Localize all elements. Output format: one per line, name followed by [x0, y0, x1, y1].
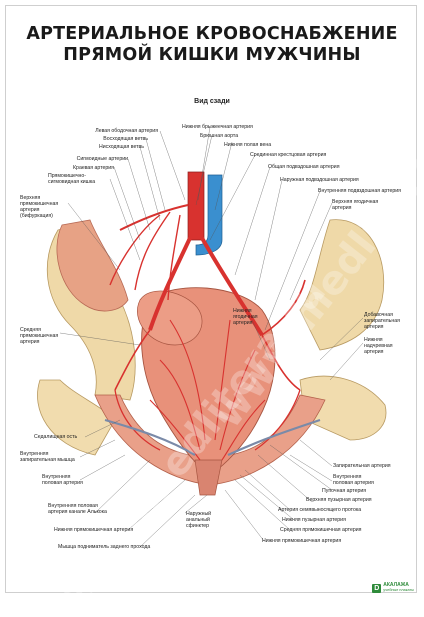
publisher-logo: D АКАЛАЖА учебные плакаты [372, 583, 414, 593]
int-obt-l1: Внутренняя [20, 451, 49, 457]
pelvic-nerves [104, 418, 321, 456]
int-pud-r-l2: половая артерия [333, 480, 374, 486]
label-inferior-rectal-left: Нижняя прямокишечная артерия [54, 527, 134, 533]
label-inferior-epigastric: Нижняя надчревная артерия [364, 337, 393, 355]
int-pud-l2: половая артерия [42, 480, 83, 486]
logo-text: АКАЛАЖА учебные плакаты [383, 583, 414, 593]
left-ischium [37, 379, 116, 456]
inf-glut-l2: ягодичная [233, 314, 258, 320]
label-ascending-branch: Восходящая ветвь [103, 136, 148, 142]
label-common-iliac: Общая подвздошная артерия [268, 164, 340, 170]
label-superior-vesical: Верхняя пузырная артерия [306, 497, 372, 503]
mid-rectal-l2: прямокишечная [20, 333, 59, 339]
abdominal-aorta [187, 171, 205, 241]
ext-sph-l2: анальный [186, 517, 210, 523]
label-inferior-vesical: Нижняя пузырная артерия [282, 517, 346, 523]
label-pudendal-canal: Внутренняя половая артерия канале Алькок… [48, 503, 107, 515]
anatomy-illustration [37, 126, 387, 548]
mid-rectal-l1: Средняя [20, 327, 41, 333]
right-iliac-bone [299, 219, 385, 351]
label-inferior-gluteal: Нижняя ягодичная артерия [233, 308, 258, 326]
label-descending-branch: Нисходящая ветвь [98, 144, 144, 150]
int-pud-r-l1: Внутренняя [333, 474, 362, 480]
poster-frame [5, 5, 417, 593]
sup-rectal-l2: прямокишечная [20, 201, 59, 207]
label-middle-rectal-right: Средняя прямокишечная артерия [280, 527, 362, 533]
label-ischial-spine: Седалищная ость [34, 434, 78, 440]
label-ivc: Нижняя полая вена [224, 142, 272, 148]
levator-ani [94, 394, 326, 486]
label-inferior-mesenteric: Нижняя брыжеечная артерия [182, 124, 253, 130]
right-common-iliac [200, 237, 264, 337]
label-internal-pudendal-left: Внутренняя половая артерия [42, 474, 83, 486]
inf-epi-l2: надчревная [364, 343, 393, 349]
inferior-mesenteric [119, 204, 189, 231]
acc-obt-l1: Добавочная [364, 312, 393, 318]
leader-lines [59, 126, 364, 548]
label-sigmoid-arteries: Сигмоидные артерии [76, 156, 128, 162]
label-levator-ani: Мышца подниматель заднего прохода [58, 544, 151, 550]
inf-glut-l3: артерия [233, 320, 253, 326]
rectal-vessels [149, 319, 266, 461]
label-superior-rectal: Верхняя прямокишечная артерия (бифуркаци… [20, 195, 58, 219]
rectosigmoid-l2: сигмовидная кишка [48, 179, 96, 185]
label-left-colic: Левая ободочная артерия [95, 128, 158, 134]
label-obturator-artery: Запирательная артерия [333, 463, 391, 469]
ext-sph-l1: Наружный [186, 511, 212, 517]
label-umbilical-artery: Пупочная артерия [322, 488, 367, 494]
label-internal-obturator: Внутренняя запирательная мышца [20, 451, 75, 463]
logo-line-1: АКАЛАЖА [383, 582, 409, 588]
sup-rectal-l3: артерия [20, 207, 40, 213]
inf-epi-l3: артерия [364, 349, 384, 355]
label-inferior-rectal-right: Нижняя прямокишечная артерия [262, 538, 342, 544]
label-marginal-artery: Краевая артерия [73, 165, 114, 171]
label-accessory-obturator: Добавочная запирательная артерия [364, 312, 400, 330]
label-median-sacral: Срединная крестцовая артерия [250, 152, 327, 158]
anal-canal [194, 459, 223, 496]
sigmoid-branches [109, 211, 181, 301]
label-external-iliac: Наружная подвздошная артерия [280, 177, 359, 183]
label-internal-pudendal-right: Внутренняя половая артерия [333, 474, 374, 486]
logo-line-2: учебные плакаты [383, 588, 414, 592]
label-internal-iliac: Внутренняя подвздошная артерия [318, 188, 401, 194]
title-line-2: ПРЯМОЙ КИШКИ МУЖЧИНЫ [63, 45, 361, 65]
label-middle-rectal: Средняя прямокишечная артерия [20, 327, 58, 345]
poster-title: АРТЕРИАЛЬНОЕ КРОВОСНАБЖЕНИЕ ПРЯМОЙ КИШКИ… [0, 24, 424, 66]
title-line-1: АРТЕРИАЛЬНОЕ КРОВОСНАБЖЕНИЕ [26, 24, 398, 44]
label-superior-gluteal: Верхняя ягодичная артерия [332, 199, 378, 211]
int-pud-l1: Внутренняя [42, 474, 71, 480]
ext-sph-l3: сфинктер [186, 523, 210, 529]
acc-obt-l3: артерия [364, 324, 384, 330]
sup-glut-l2: артерия [332, 205, 352, 211]
logo-mark-icon: D [372, 583, 382, 593]
mid-rectal-l3: артерия [20, 339, 40, 345]
sup-rectal-l4: (бифуркация) [20, 213, 53, 219]
view-subtitle: Вид сзади [194, 98, 230, 105]
sup-glut-l1: Верхняя ягодичная [332, 199, 379, 205]
descending-colon [56, 219, 129, 312]
inf-epi-l1: Нижняя [364, 337, 383, 343]
inf-glut-l1: Нижняя [233, 308, 252, 314]
left-common-iliac [148, 237, 192, 331]
label-external-sphincter: Наружный анальный сфинктер [186, 511, 211, 529]
sup-rectal-l1: Верхняя [20, 195, 41, 201]
pud-canal-l2: артерия канале Алькока [48, 509, 107, 515]
inferior-vena-cava [195, 174, 223, 256]
rectosigmoid-l1: Прямокишечно- [48, 173, 87, 179]
label-rectosigmoid: Прямокишечно- сигмовидная кишка [48, 173, 95, 185]
label-abdominal-aorta: Брюшная аорта [200, 133, 239, 139]
gluteal-vessels [114, 279, 306, 391]
pud-canal-l1: Внутренняя половая [48, 503, 98, 509]
acc-obt-l2: запирательная [364, 318, 400, 324]
right-pubic-bone [299, 375, 387, 441]
int-obt-l2: запирательная мышца [20, 457, 75, 463]
label-vas-deferens-artery: Артерия семявыносящего протока [278, 507, 362, 513]
